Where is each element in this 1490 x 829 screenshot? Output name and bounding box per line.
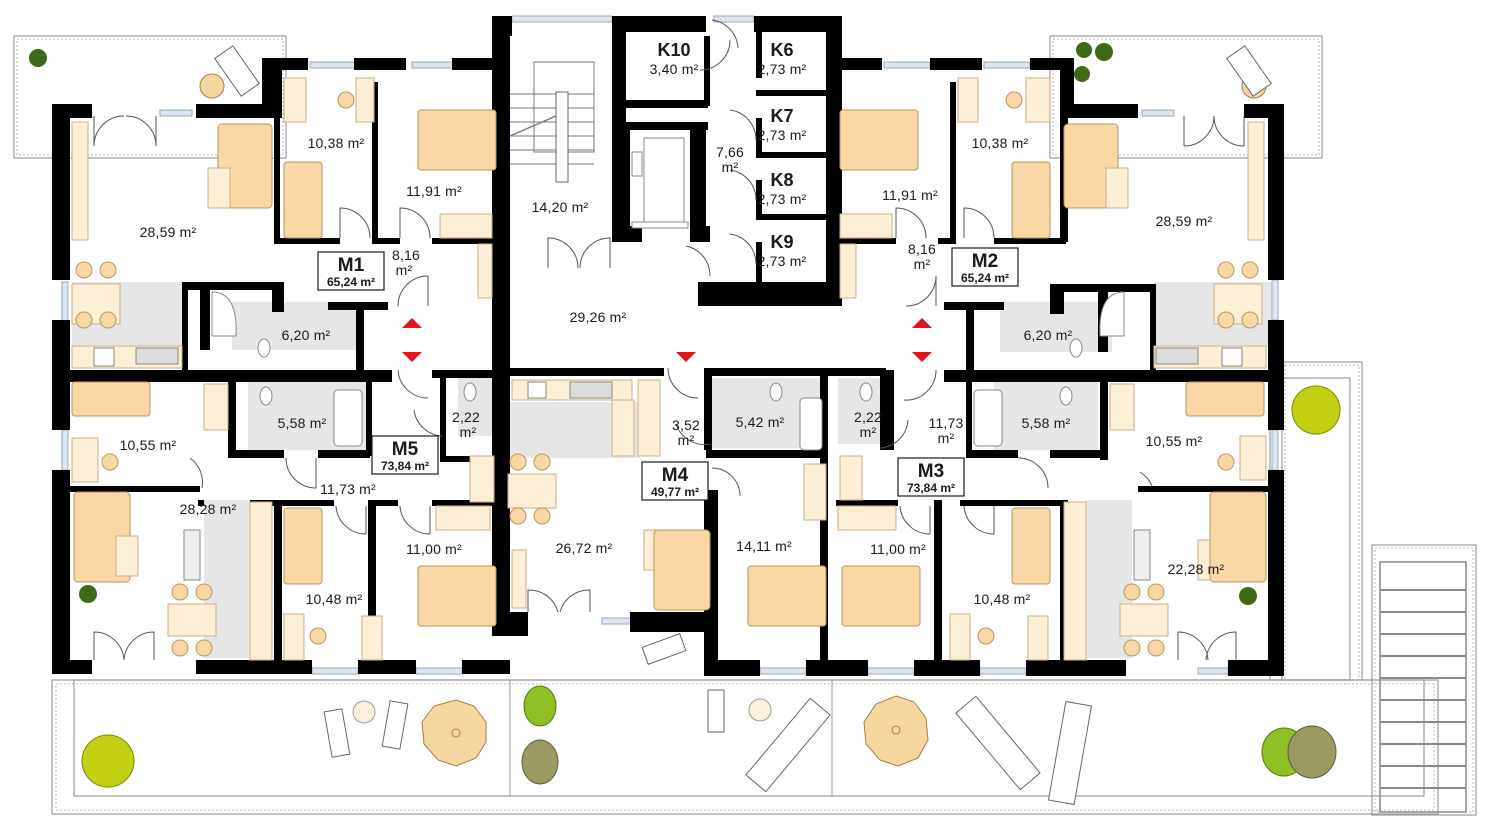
room-area: 5,58 m² bbox=[278, 415, 327, 431]
umbrella-right bbox=[863, 695, 929, 767]
apartment-label-m1: M1 65,24 m² bbox=[317, 251, 385, 291]
apartment-name: M4 bbox=[662, 465, 689, 486]
lift-shaft bbox=[631, 137, 689, 229]
storage-k6: K6 2,73 m² bbox=[758, 40, 807, 77]
external-stairs bbox=[1371, 544, 1477, 816]
room-area: m² bbox=[678, 432, 695, 448]
apartment-name: M5 bbox=[392, 439, 419, 460]
walls bbox=[52, 16, 1284, 676]
room-area: m² bbox=[722, 159, 739, 175]
room-area: 2,22 bbox=[854, 409, 882, 425]
terrace-south bbox=[51, 679, 1439, 815]
svg-text:3,40 m²: 3,40 m² bbox=[650, 61, 699, 77]
room-area: m² bbox=[396, 262, 413, 278]
apartment-label-m3: M3 73,84 m² bbox=[897, 457, 965, 497]
umbrella-left bbox=[421, 699, 487, 767]
room-area: 10,48 m² bbox=[306, 591, 363, 607]
svg-text:K10: K10 bbox=[657, 40, 690, 60]
room-area: 3,52 bbox=[672, 417, 700, 433]
room-area: 11,00 m² bbox=[406, 541, 462, 557]
room-area: 11,00 m² bbox=[870, 541, 926, 557]
svg-text:2,73 m²: 2,73 m² bbox=[758, 61, 807, 77]
room-area: 29,26 m² bbox=[570, 309, 627, 325]
svg-text:K6: K6 bbox=[770, 40, 793, 60]
room-area: m² bbox=[860, 424, 877, 440]
room-area: m² bbox=[938, 430, 955, 446]
apartment-name: M3 bbox=[918, 461, 944, 482]
apartment-label-m2: M2 65,24 m² bbox=[951, 247, 1019, 287]
room-area: 11,91 m² bbox=[406, 183, 462, 199]
room-area: m² bbox=[460, 424, 477, 440]
room-area: 14,11 m² bbox=[736, 538, 792, 554]
room-area: 6,20 m² bbox=[1024, 327, 1073, 343]
apartment-label-m4: M4 49,77 m² bbox=[641, 461, 709, 501]
room-area: 28,28 m² bbox=[180, 501, 237, 517]
room-area: 28,59 m² bbox=[1156, 213, 1213, 229]
furniture bbox=[71, 77, 1267, 661]
room-area: 10,38 m² bbox=[308, 135, 365, 151]
room-area: 14,20 m² bbox=[532, 199, 589, 215]
room-area: 10,38 m² bbox=[972, 135, 1029, 151]
room-area: 7,66 bbox=[716, 144, 744, 160]
apartment-area: 73,84 m² bbox=[381, 459, 429, 473]
svg-text:K7: K7 bbox=[770, 106, 793, 126]
storage-k10: K10 3,40 m² bbox=[650, 40, 699, 77]
room-area: 28,59 m² bbox=[140, 224, 197, 240]
apartment-name: M2 bbox=[972, 251, 998, 272]
storage-k7: K7 2,73 m² bbox=[758, 106, 807, 143]
svg-text:2,73 m²: 2,73 m² bbox=[758, 127, 807, 143]
room-area: 5,42 m² bbox=[736, 414, 785, 430]
room-area: 10,55 m² bbox=[120, 437, 177, 453]
outdoor-decor bbox=[29, 42, 1341, 806]
apartment-area: 65,24 m² bbox=[327, 275, 375, 289]
svg-text:2,73 m²: 2,73 m² bbox=[758, 191, 807, 207]
room-area: 11,91 m² bbox=[882, 187, 938, 203]
room-area-labels: 28,59 m² 10,38 m² 11,91 m² 8,16 m² 6,20 … bbox=[120, 135, 1225, 607]
room-area: 10,48 m² bbox=[974, 591, 1031, 607]
storage-k9: K9 2,73 m² bbox=[758, 232, 807, 269]
apartment-area: 49,77 m² bbox=[651, 485, 699, 499]
apartment-area: 65,24 m² bbox=[961, 271, 1009, 285]
circulation-arrows bbox=[402, 318, 932, 362]
apartment-name: M1 bbox=[338, 255, 365, 276]
room-area: 11,73 m² bbox=[320, 481, 376, 497]
room-area: 2,22 bbox=[452, 409, 480, 425]
staircase bbox=[509, 61, 595, 183]
room-area: 11,73 bbox=[929, 415, 964, 431]
room-area: 8,16 bbox=[908, 241, 936, 257]
room-area: 26,72 m² bbox=[556, 540, 613, 556]
windows bbox=[61, 15, 1279, 675]
room-area: 22,28 m² bbox=[1168, 561, 1225, 577]
room-area: 5,58 m² bbox=[1022, 415, 1071, 431]
apartment-area: 73,84 m² bbox=[907, 481, 955, 495]
svg-text:K8: K8 bbox=[770, 170, 793, 190]
storage-k8: K8 2,73 m² bbox=[758, 170, 807, 207]
room-area: 6,20 m² bbox=[282, 327, 331, 343]
room-area: 8,16 bbox=[392, 247, 420, 263]
svg-text:2,73 m²: 2,73 m² bbox=[758, 253, 807, 269]
apartment-label-m5: M5 73,84 m² bbox=[371, 435, 439, 475]
svg-text:K9: K9 bbox=[770, 232, 793, 252]
room-area: m² bbox=[914, 256, 931, 272]
room-area: 10,55 m² bbox=[1146, 433, 1203, 449]
doors bbox=[93, 19, 1245, 661]
